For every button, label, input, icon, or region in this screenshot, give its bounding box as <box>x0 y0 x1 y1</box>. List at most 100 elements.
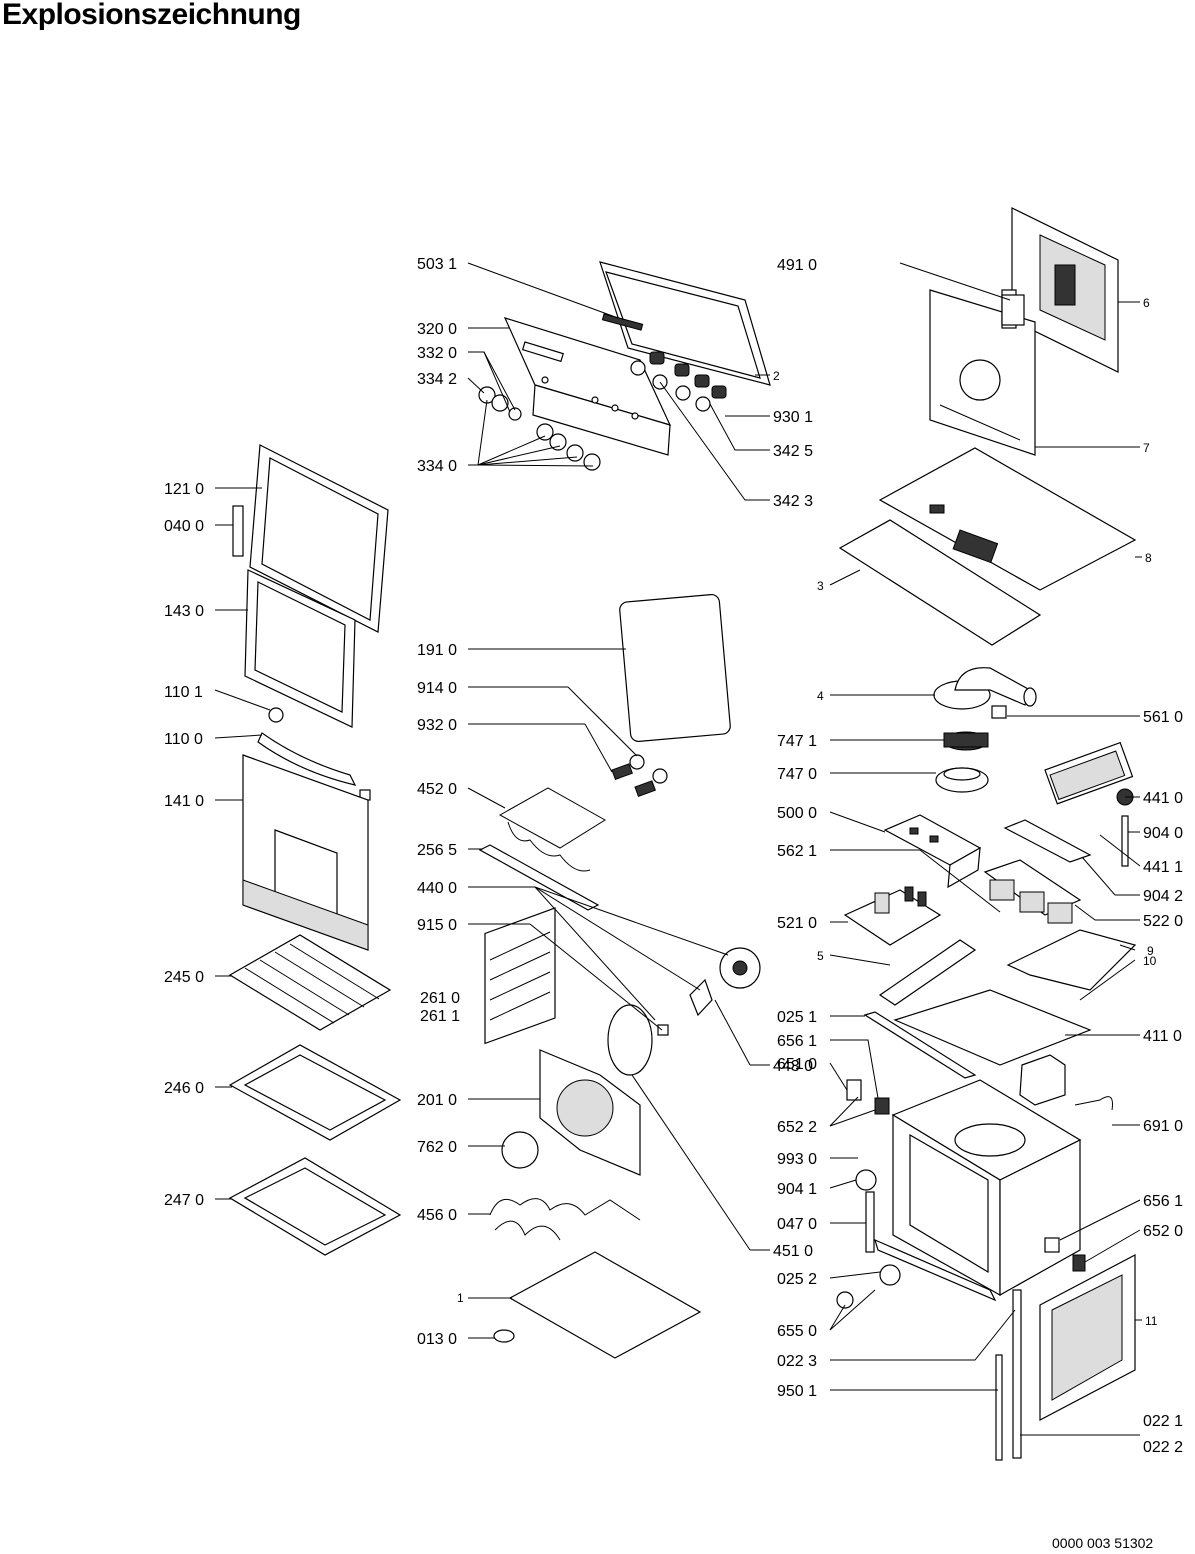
part-label: 6 <box>1143 296 1150 310</box>
part-label: 121 0 <box>164 481 204 498</box>
part-label: 245 0 <box>164 969 204 986</box>
grill-bracket <box>478 844 600 911</box>
wire-rack <box>228 934 392 1031</box>
part-label: 932 0 <box>417 717 457 734</box>
part-label: 110 0 <box>164 731 203 748</box>
side-racks <box>484 907 556 1045</box>
convection-fan <box>657 947 761 1036</box>
part-label: 652 0 <box>1143 1223 1183 1240</box>
part-labels: 503 1 320 0 332 0 334 2 334 0 491 0 930 … <box>164 256 1183 1456</box>
part-label: 904 2 <box>1143 888 1183 905</box>
part-label: 521 0 <box>777 915 817 932</box>
part-label: 747 0 <box>777 766 817 783</box>
part-label: 522 0 <box>1143 913 1183 930</box>
front-door-glass <box>242 754 369 951</box>
control-panel-frame <box>599 261 771 386</box>
part-label: 143 0 <box>164 603 204 620</box>
outer-door <box>249 444 389 633</box>
part-label: 8 <box>1145 551 1152 565</box>
switch-491 <box>1001 294 1025 326</box>
part-label: 411 0 <box>1143 1028 1182 1045</box>
part-label: 904 0 <box>1143 825 1183 842</box>
part-label: 747 1 <box>777 733 817 750</box>
temperature-probe <box>1074 1096 1113 1111</box>
part-label: 441 1 <box>1143 859 1183 876</box>
part-label: 334 0 <box>417 458 457 475</box>
part-label: 443 0 <box>773 1058 813 1075</box>
foot <box>493 1329 515 1343</box>
part-label: 247 0 <box>164 1192 204 1209</box>
inner-glass <box>244 569 356 728</box>
part-label: 441 0 <box>1143 790 1183 807</box>
part-label: 040 0 <box>164 518 204 535</box>
deep-pan <box>228 1157 402 1256</box>
tangential-fan <box>1044 741 1134 806</box>
part-label: 11 <box>1145 1314 1158 1328</box>
part-label: 025 1 <box>777 1009 817 1026</box>
part-label: 013 0 <box>417 1331 457 1348</box>
fan-duct <box>933 667 1037 719</box>
part-label: 047 0 <box>777 1216 817 1233</box>
part-label: 762 0 <box>417 1139 457 1156</box>
part-label: 456 0 <box>417 1207 457 1224</box>
reference-number: 0000 003 51302 <box>1052 1535 1153 1551</box>
part-label: 950 1 <box>777 1383 817 1400</box>
part-label: 025 2 <box>777 1271 817 1288</box>
part-label: 915 0 <box>417 917 457 934</box>
lamp-parts <box>836 1079 1086 1309</box>
fan-ring <box>607 1004 653 1076</box>
part-label: 655 0 <box>777 1323 817 1340</box>
part-label: 562 1 <box>777 843 817 860</box>
part-label: 914 0 <box>417 680 457 697</box>
bottom-heating-element <box>489 1198 641 1241</box>
part-label: 141 0 <box>164 793 204 810</box>
part-label: 561 0 <box>1143 709 1183 726</box>
part-label: 246 0 <box>164 1080 204 1097</box>
control-board <box>883 814 982 889</box>
gasket-strips <box>995 1289 1022 1461</box>
part-label: 256 5 <box>417 842 457 859</box>
part-label: 440 0 <box>417 880 457 897</box>
circular-element <box>501 1131 539 1169</box>
part-label: 022 1 <box>1143 1413 1183 1430</box>
support-rails <box>863 929 1137 1079</box>
side-door-frame <box>1039 1254 1136 1421</box>
insulation-sheet <box>838 519 1042 646</box>
part-label: 691 0 <box>1143 1118 1183 1135</box>
part-label: 334 2 <box>417 371 457 388</box>
bracket-9042 <box>1003 819 1092 863</box>
relay-board <box>983 859 1082 924</box>
part-label: 191 0 <box>417 642 457 659</box>
part-label: 10 <box>1143 954 1157 968</box>
rear-panel <box>1011 207 1119 373</box>
part-label: 261 1 <box>420 1008 460 1025</box>
part-label: 452 0 <box>417 781 457 798</box>
part-label: 3 <box>817 579 824 593</box>
page-title: Explosionszeichnung <box>2 0 301 31</box>
part-label: 500 0 <box>777 805 817 822</box>
part-label: 2 <box>773 369 780 383</box>
filter-rings <box>935 731 989 793</box>
cooling-fan-motor <box>1019 1054 1066 1106</box>
part-label: 342 5 <box>773 443 813 460</box>
leader-lines <box>214 262 1142 1436</box>
part-label: 904 1 <box>777 1181 817 1198</box>
door-seal <box>619 593 731 743</box>
door-handle <box>257 707 371 801</box>
door-hinge <box>232 505 244 557</box>
fascia-panel <box>503 317 672 456</box>
part-label: 652 2 <box>777 1119 817 1136</box>
part-label: 9 <box>1147 944 1154 958</box>
part-label: 022 2 <box>1143 1439 1183 1456</box>
part-label: 656 1 <box>777 1033 817 1050</box>
part-label: 320 0 <box>417 321 457 338</box>
lamp-covers <box>611 754 668 798</box>
part-label: 261 0 <box>420 990 460 1007</box>
part-label: 930 1 <box>773 409 813 426</box>
bottom-plate <box>508 1251 702 1359</box>
thermostat-sensor <box>1121 815 1129 867</box>
part-label: 7 <box>1143 441 1150 455</box>
oven-cavity <box>891 1079 1082 1297</box>
part-label: 651 0 <box>777 1056 817 1073</box>
